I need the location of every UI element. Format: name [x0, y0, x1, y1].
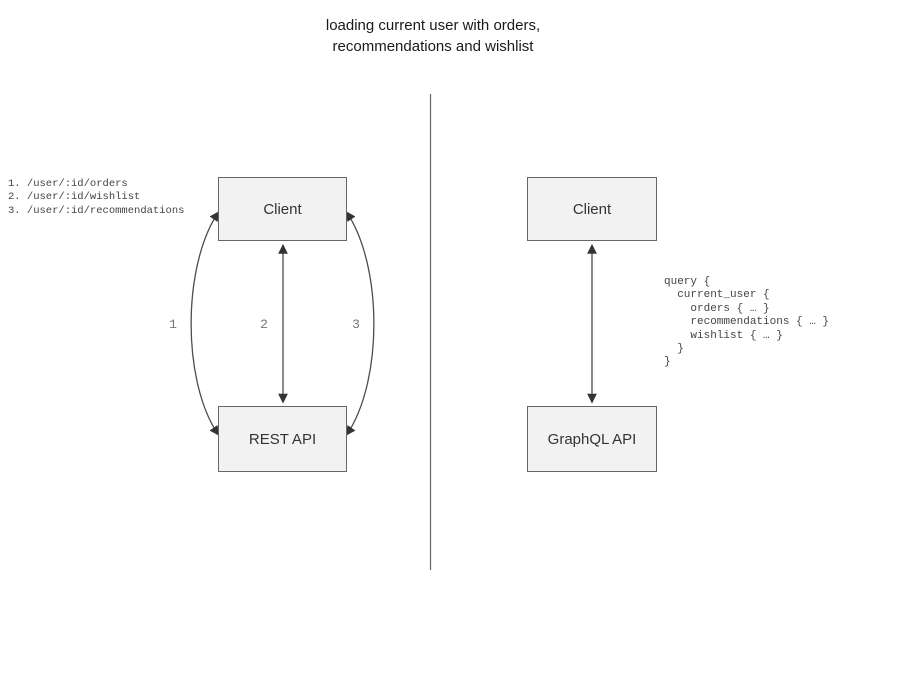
graphql-client-label: Client: [572, 200, 612, 218]
rest-arrow-1-label: 1: [169, 317, 177, 332]
diagram-title: loading current user with orders, recomm…: [325, 17, 541, 55]
rest-arrow-1-curve: [190, 211, 220, 436]
rest-api-node: REST API: [218, 406, 347, 472]
graphql-api-label: GraphQL API: [547, 430, 637, 448]
graphql-client-node: Client: [527, 177, 657, 241]
rest-api-label: REST API: [248, 430, 317, 448]
rest-endpoint-list: 1. /user/:id/orders 2. /user/:id/wishlis…: [8, 178, 185, 217]
rest-client-label: Client: [263, 200, 302, 218]
rest-client-node: Client: [218, 177, 347, 241]
graphql-api-node: GraphQL API: [527, 406, 657, 472]
graphql-query-snippet: query { current_user { orders { … } reco…: [664, 276, 830, 369]
rest-arrow-2-label: 2: [260, 317, 268, 332]
rest-arrow-3-label: 3: [352, 317, 360, 332]
